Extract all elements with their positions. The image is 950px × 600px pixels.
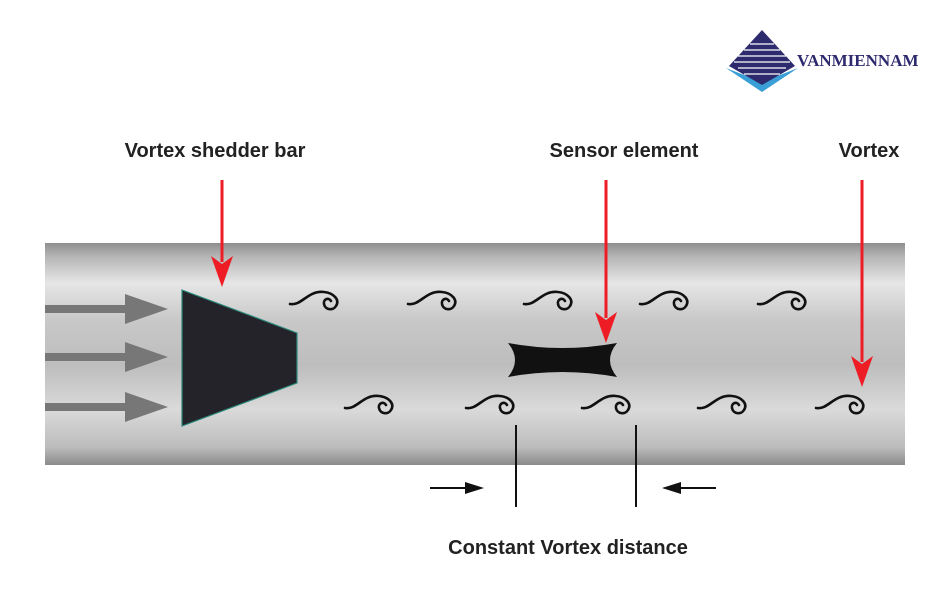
arrow-right-icon [465, 482, 484, 494]
pipe [45, 243, 905, 465]
logo-text: VANMIENNAM [797, 51, 919, 70]
label-sensor-element: Sensor element [549, 140, 699, 162]
vanmiennam-logo [726, 30, 798, 92]
pointer-arrowhead-icon [851, 356, 873, 387]
pointer-arrowhead-icon [211, 256, 233, 287]
arrow-left-icon [662, 482, 681, 494]
pointer-arrowhead-icon [595, 312, 617, 343]
label-vortex: Vortex [838, 140, 900, 162]
label-vortex-shedder-bar: Vortex shedder bar [124, 140, 306, 162]
vortex-shedder-bar [181, 289, 298, 427]
distance-markers [430, 425, 716, 507]
label-constant-vortex-distance: Constant Vortex distance [448, 537, 688, 559]
flow-arrows [45, 294, 168, 422]
pointer-arrows [220, 180, 864, 362]
sensor-element [508, 343, 617, 377]
